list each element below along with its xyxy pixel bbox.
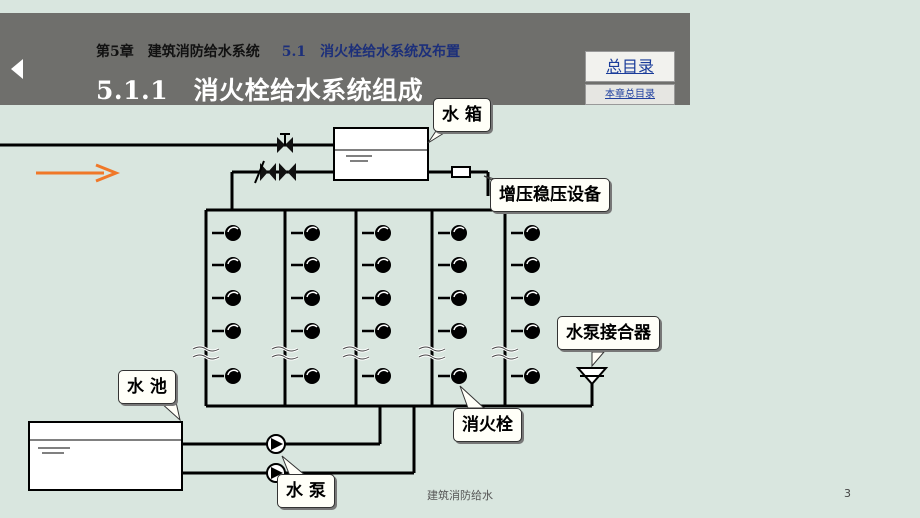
water-tank bbox=[333, 127, 429, 181]
pump-pipes bbox=[182, 406, 416, 475]
footer-text: 建筑消防给水 bbox=[427, 489, 493, 502]
pump-adapter-icon bbox=[575, 367, 609, 392]
flow-arrow-icon bbox=[36, 163, 121, 183]
pressure-device-pipe bbox=[428, 166, 490, 196]
hydrant-icons bbox=[210, 223, 542, 386]
pump-label: 水 泵 bbox=[277, 474, 335, 508]
risers bbox=[204, 210, 594, 408]
water-pool bbox=[28, 421, 183, 491]
valve-icon bbox=[277, 133, 293, 153]
pump-adapter-label: 水泵接合器 bbox=[557, 316, 660, 350]
check-valve-icon bbox=[254, 160, 296, 184]
breadcrumb: 第5章 建筑消防给水系统 5.1 消火栓给水系统及布置 bbox=[96, 41, 460, 61]
water-tank-label: 水 箱 bbox=[433, 98, 491, 132]
page-number: 3 bbox=[844, 487, 851, 500]
header-bar: 第5章 建筑消防给水系统 5.1 消火栓给水系统及布置 5.1.1 消火栓给水系统… bbox=[0, 13, 690, 105]
water-pool-label: 水 池 bbox=[118, 370, 176, 404]
main-toc-link[interactable]: 总目录 bbox=[585, 51, 675, 82]
supply-pipe bbox=[0, 143, 510, 212]
section-label: 5.1 消火栓给水系统及布置 bbox=[281, 44, 461, 60]
page-title: 5.1.1 消火栓给水系统组成 bbox=[96, 76, 424, 105]
pressure-device-label: 增压稳压设备 bbox=[490, 178, 610, 212]
chapter-label: 第5章 建筑消防给水系统 bbox=[96, 44, 260, 60]
nav-box: 总目录 本章总目录 bbox=[585, 51, 675, 105]
chapter-toc-link[interactable]: 本章总目录 bbox=[585, 84, 675, 105]
hydrant-label: 消火栓 bbox=[453, 408, 522, 442]
back-arrow-icon[interactable] bbox=[11, 59, 23, 79]
